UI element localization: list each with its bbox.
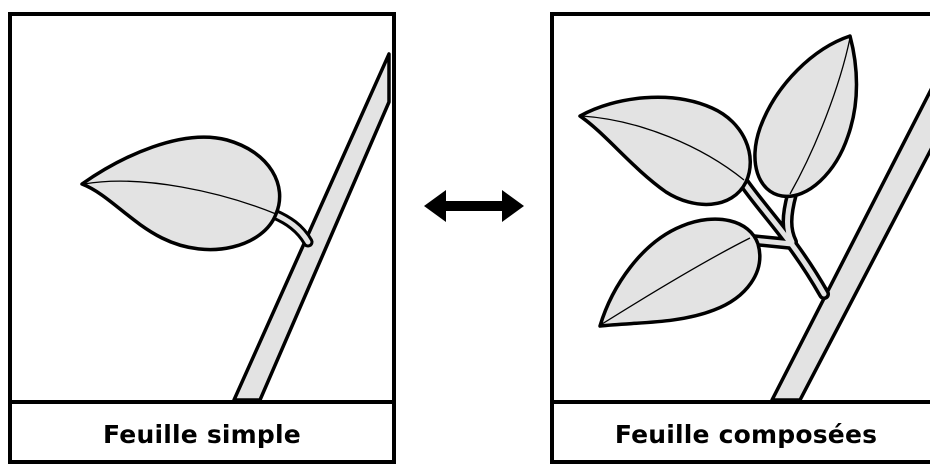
- compound-leaf-caption: Feuille composées: [614, 419, 878, 449]
- double-arrow-icon: [424, 186, 524, 226]
- compound-leaf-panel: Feuille composées: [550, 12, 930, 464]
- stem: [232, 52, 391, 400]
- leaf-midrib: [83, 180, 277, 215]
- leaflet-bottom: [598, 217, 762, 328]
- compound-leaf-caption-box: Feuille composées: [554, 400, 930, 464]
- simple-leaf-illustration: [12, 16, 392, 400]
- simple-leaf-panel: Feuille simple: [8, 12, 396, 464]
- compound-leaf-illustration: [554, 16, 930, 400]
- leaflet-left: [578, 95, 752, 207]
- leaflet-top: [753, 34, 859, 199]
- simple-leaf-icon: [80, 52, 391, 400]
- compound-leaf-icon: [578, 34, 930, 400]
- rachis-and-petioles: [736, 174, 830, 300]
- simple-leaf-caption: Feuille simple: [103, 419, 301, 449]
- leaf-blade: [80, 135, 282, 252]
- simple-leaf-caption-box: Feuille simple: [12, 400, 392, 464]
